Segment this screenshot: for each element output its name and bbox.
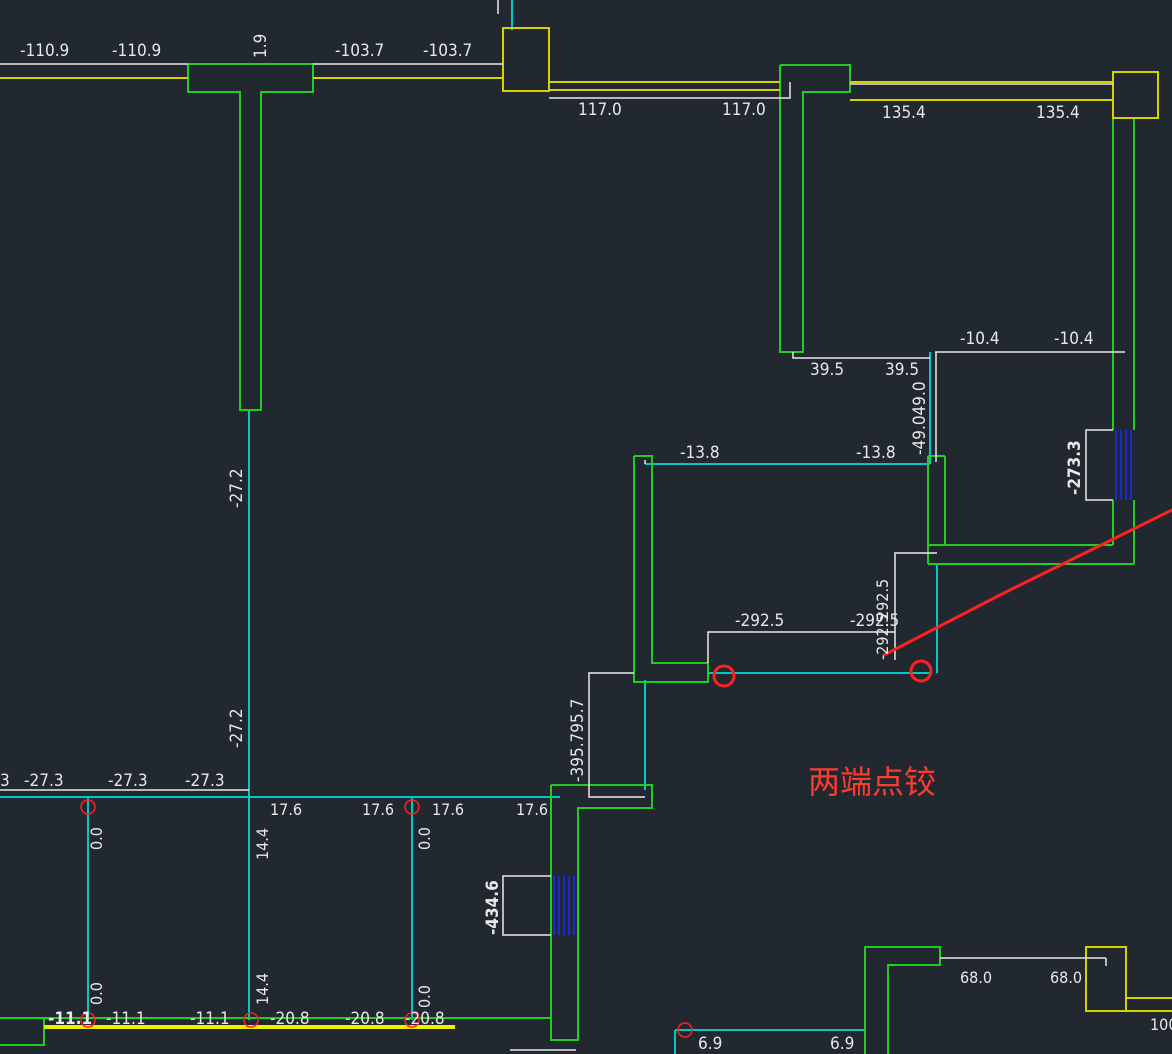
dim-label: 135.4	[1036, 103, 1080, 123]
dimension-labels: -110.9 -110.9 1.9 -103.7 -103.7 117.0 11…	[0, 34, 1172, 1054]
dim-label: -27.3	[24, 771, 64, 791]
dim-label: 0.0	[87, 827, 106, 850]
dim-label: 17.6	[270, 800, 302, 819]
dim-label: -27.2	[227, 468, 247, 508]
hinge-circle	[80, 799, 96, 815]
dim-label: -110.9	[112, 41, 161, 61]
dim-label: 68.0	[1050, 968, 1082, 987]
dim-label: 17.6	[362, 800, 394, 819]
dim-label: 17.6	[516, 800, 548, 819]
dim-label: 117.0	[722, 100, 766, 120]
wall-openings	[553, 430, 1132, 935]
dim-label: 39.5	[810, 360, 844, 380]
dim-label: 17.6	[432, 800, 464, 819]
opening-frames	[502, 429, 1113, 936]
dim-label: -292.5	[873, 614, 892, 660]
dim-label: -11.1	[190, 1009, 230, 1029]
hinge-circle	[404, 1012, 420, 1028]
hinge-circle	[909, 659, 933, 683]
dim-label: -27.3	[185, 771, 225, 791]
dim-label: 0.0	[415, 985, 434, 1008]
hinge-markers	[80, 659, 933, 1038]
dim-label: 68.0	[960, 968, 992, 987]
dim-label: -49.049.0	[910, 381, 930, 455]
hinge-circle	[404, 799, 420, 815]
dim-label: -13.8	[680, 443, 720, 463]
dim-label: -110.9	[20, 41, 69, 61]
dim-label: -395.795.7	[568, 699, 588, 782]
dim-label: -273.3	[1065, 440, 1085, 495]
columns	[0, 27, 1172, 1012]
dim-label: 100	[1150, 1015, 1172, 1034]
dim-label: -27.2	[227, 708, 247, 748]
dimension-lines	[0, 0, 1125, 1051]
dim-label: -10.4	[960, 329, 1000, 349]
dim-label: -27.3	[108, 771, 148, 791]
dim-label: 6.9	[698, 1034, 722, 1054]
dim-label: -103.7	[423, 41, 472, 61]
dim-label: -434.6	[483, 880, 503, 935]
dim-label: 3	[0, 771, 10, 791]
dim-label: 6.9	[830, 1034, 854, 1054]
dim-label: -20.8	[405, 1009, 445, 1029]
walls	[0, 63, 1135, 1054]
dim-label: 117.0	[578, 100, 622, 120]
dim-label: -20.8	[345, 1009, 385, 1029]
hinge-circle	[243, 1012, 259, 1028]
hinge-circle	[712, 664, 736, 688]
dim-label: 14.4	[253, 973, 272, 1005]
dim-label: -13.8	[856, 443, 896, 463]
dim-label: 0.0	[87, 982, 106, 1005]
dim-label: -10.4	[1054, 329, 1094, 349]
beam-lines	[0, 0, 938, 1054]
hinge-circle	[677, 1022, 693, 1038]
dim-label: 292.5	[873, 579, 892, 620]
hinge-annotation: 两端点铰	[808, 763, 936, 801]
pointer-stroke	[882, 508, 1172, 657]
dim-label: -292.5	[850, 611, 899, 631]
dim-label: -11.1	[106, 1009, 146, 1029]
dim-label: -11.1	[48, 1009, 92, 1029]
hinge-circle	[80, 1012, 96, 1028]
dim-label: 14.4	[253, 828, 272, 860]
dim-label: 0.0	[415, 827, 434, 850]
dim-label: 135.4	[882, 103, 926, 123]
dim-label: -292.5	[735, 611, 784, 631]
dim-label: -20.8	[270, 1009, 310, 1029]
dim-label: -103.7	[335, 41, 384, 61]
dim-label: 39.5	[885, 360, 919, 380]
dim-label: 1.9	[251, 34, 271, 58]
